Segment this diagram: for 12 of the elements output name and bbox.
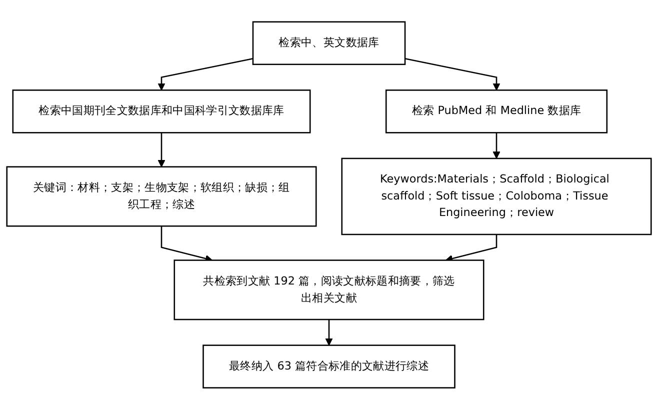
arrow [325,320,333,346]
node-box: Keywords:Materials；Scaffold；Biological scaffold；Soft tissue；Coloboma；Tissue Engineering；review [341,158,652,236]
node-box: 关键词：材料；支架；生物支架；软组织；缺损；组织工程；综述 [6,166,317,227]
arrow [492,132,500,159]
node-box: 检索 PubMed 和 Medline 数据库 [385,90,608,134]
node-box: 检索中国期刊全文数据库和中国科学引文数据库库 [12,90,311,134]
node-box: 共检索到文献 192 篇，阅读文献标题和摘要，筛选出相关文献 [174,260,484,320]
node-box: 检索中、英文数据库 [252,21,406,66]
arrow [158,132,166,168]
arrow [158,58,254,91]
arrow [404,58,500,91]
node-box: 最终纳入 63 篇符合标准的文献进行综述 [202,344,456,389]
